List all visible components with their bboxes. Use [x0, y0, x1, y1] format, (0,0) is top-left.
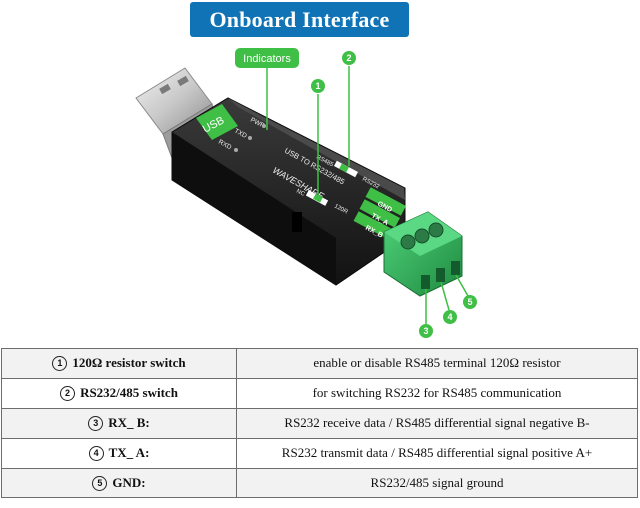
callout-3-marker — [419, 324, 433, 338]
banner-title: Onboard Interface — [209, 6, 390, 32]
callout-3: 3 — [423, 326, 428, 336]
callout-2-marker — [342, 51, 356, 65]
callout-4: 4 — [447, 312, 452, 322]
callout-5-marker — [463, 295, 477, 309]
switch-label-nc: NC — [295, 188, 306, 198]
row-number: 1 — [52, 356, 68, 372]
terminal-block — [383, 211, 463, 297]
callout-5: 5 — [467, 297, 472, 307]
mode-switch[interactable] — [333, 160, 359, 178]
device-illustration: USB PWR TXD RXD USB TO RS232/485 WAVESHA… — [135, 48, 477, 338]
row-number: 5 — [92, 476, 108, 491]
adapter-body — [171, 97, 406, 286]
title-banner: Onboard Interface — [190, 2, 409, 37]
callout-1: 1 — [315, 81, 320, 91]
side-slot — [292, 212, 302, 232]
row-value: RS232 transmit data / RS485 differential… — [236, 437, 638, 469]
callout-1-marker — [311, 79, 325, 93]
resistor-switch[interactable] — [305, 190, 329, 206]
row-number: 4 — [88, 446, 104, 462]
usb-label-plate: USB — [196, 104, 238, 140]
row-value: enable or disable RS485 terminal 120Ω re… — [236, 348, 638, 379]
indicators-callout: Indicators — [235, 48, 299, 130]
callout-4-marker — [443, 310, 457, 324]
row-value: RS232 receive data / RS485 differential … — [236, 407, 638, 439]
row-number: 2 — [60, 386, 76, 402]
row-value: RS232/485 signal ground — [236, 467, 638, 499]
indicators-label: Indicators — [243, 53, 291, 65]
row-number: 3 — [88, 416, 104, 432]
row-value: for switching RS232 for RS485 communicat… — [236, 377, 638, 409]
callout-2: 2 — [346, 53, 351, 63]
